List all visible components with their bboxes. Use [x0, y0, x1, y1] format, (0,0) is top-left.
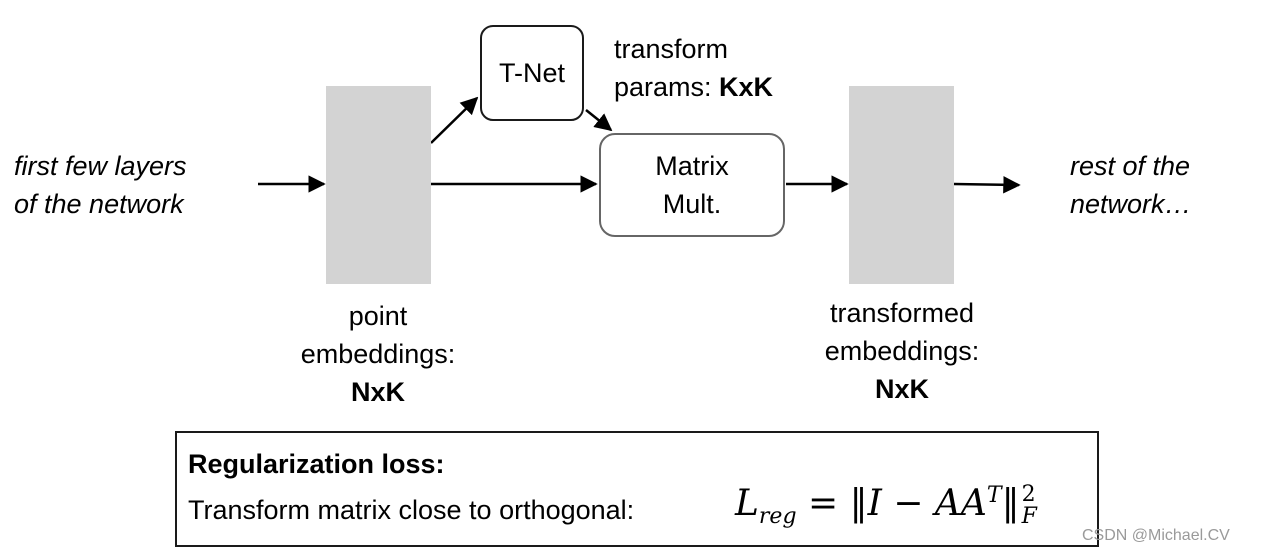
matrix-mult-box: Matrix Mult. [599, 133, 785, 237]
transform-params-line-1: transform [614, 34, 729, 64]
transformed-embeddings-line-1: transformed [829, 298, 975, 328]
transform-params-prefix: params: [614, 72, 720, 102]
transformed-embeddings-caption: transformed embeddings: NxK [772, 294, 1032, 408]
regularization-loss-title: Regularization loss: [188, 449, 445, 479]
transformed-embeddings-block [849, 86, 954, 284]
regularization-loss-text: Transform matrix close to orthogonal: [188, 495, 635, 525]
formula-norm-power: 2 [1021, 482, 1036, 507]
input-label-line-2: of the network [14, 189, 184, 219]
output-label-line-1: rest of the [1070, 151, 1191, 181]
arrow-tnet-to-matrix-mult [585, 109, 613, 132]
formula-product: AA [934, 483, 987, 524]
matrix-mult-line-1: Matrix [655, 151, 729, 181]
formula-norm-close: ‖ [1001, 483, 1020, 524]
input-label: first few layers of the network [14, 147, 244, 223]
point-embeddings-caption: point embeddings: NxK [258, 297, 498, 411]
output-label-line-2: network… [1070, 189, 1192, 219]
formula-minus: − [893, 483, 924, 524]
matrix-mult-line-2: Mult. [662, 189, 722, 219]
formula-norm-frobenius: F [1021, 504, 1037, 529]
point-embeddings-size: NxK [350, 377, 405, 407]
output-label: rest of the network… [1070, 147, 1240, 223]
formula-transpose: T [986, 483, 1002, 508]
arrow-transformed-to-output [953, 176, 1021, 194]
transform-params-size: KxK [719, 72, 774, 102]
transform-params-label: transform params: KxK [614, 30, 874, 106]
formula-identity: I [867, 483, 882, 524]
formula-lhs-subscript: reg [758, 504, 797, 530]
input-label-line-1: first few layers [14, 151, 187, 181]
point-embeddings-block [326, 86, 431, 284]
tnet-label: T-Net [498, 58, 565, 88]
formula-equals: = [807, 483, 839, 524]
point-embeddings-line-1: point [348, 301, 408, 331]
arrow-embeddings-to-tnet [430, 96, 479, 144]
formula-norm-open: ‖ [849, 483, 868, 524]
formula-lhs: L [735, 483, 759, 524]
regularization-loss-box: Regularization loss: Transform matrix cl… [175, 431, 1099, 547]
transform-params-line-2: params: KxK [614, 68, 874, 106]
watermark: CSDN @Michael.CV [1082, 527, 1230, 544]
point-embeddings-line-2: embeddings: [300, 339, 456, 369]
transformed-embeddings-line-2: embeddings: [824, 336, 980, 366]
tnet-box: T-Net [480, 25, 584, 121]
transformed-embeddings-size: NxK [874, 374, 929, 404]
